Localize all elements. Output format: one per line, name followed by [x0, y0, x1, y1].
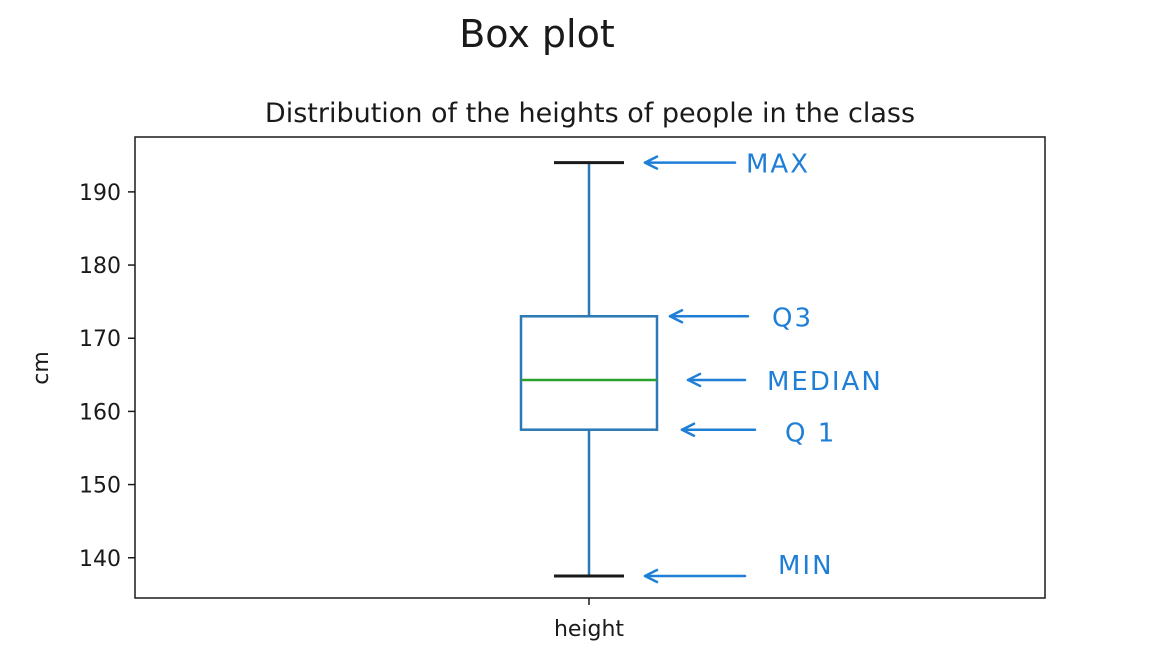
chart-title: Distribution of the heights of people in… — [265, 98, 915, 129]
x-tick-label-height: height — [554, 617, 624, 642]
y-tick-label: 180 — [79, 254, 121, 279]
y-tick-label: 170 — [79, 327, 121, 352]
box-group — [519, 161, 659, 578]
y-tick-label: 190 — [79, 181, 121, 206]
annotation-q1-arrow-head — [680, 422, 696, 437]
figure-title: Box plot — [459, 12, 615, 56]
y-tick-label: 150 — [79, 474, 121, 499]
annotation-q1-label: Q 1 — [785, 419, 836, 449]
annotation-q3-arrow-head — [668, 309, 684, 324]
annotation-median-arrow-head — [686, 372, 702, 388]
annotation-q3-label: Q3 — [772, 303, 813, 333]
annotation-min-label: MIN — [778, 551, 834, 581]
annotation-min-arrow-head — [643, 568, 659, 584]
annotation-median-label: MEDIAN — [767, 367, 883, 397]
y-tick-label: 140 — [79, 547, 121, 572]
annotation-max-label: MAX — [746, 150, 810, 180]
y-axis: 140 150 160 170 180 190 — [79, 181, 135, 572]
annotation-max-arrow-head — [643, 155, 659, 170]
iqr-box — [519, 315, 659, 431]
y-tick-label: 160 — [79, 400, 121, 425]
y-axis-label: cm — [29, 351, 54, 385]
plot-area-frame — [134, 136, 1046, 599]
